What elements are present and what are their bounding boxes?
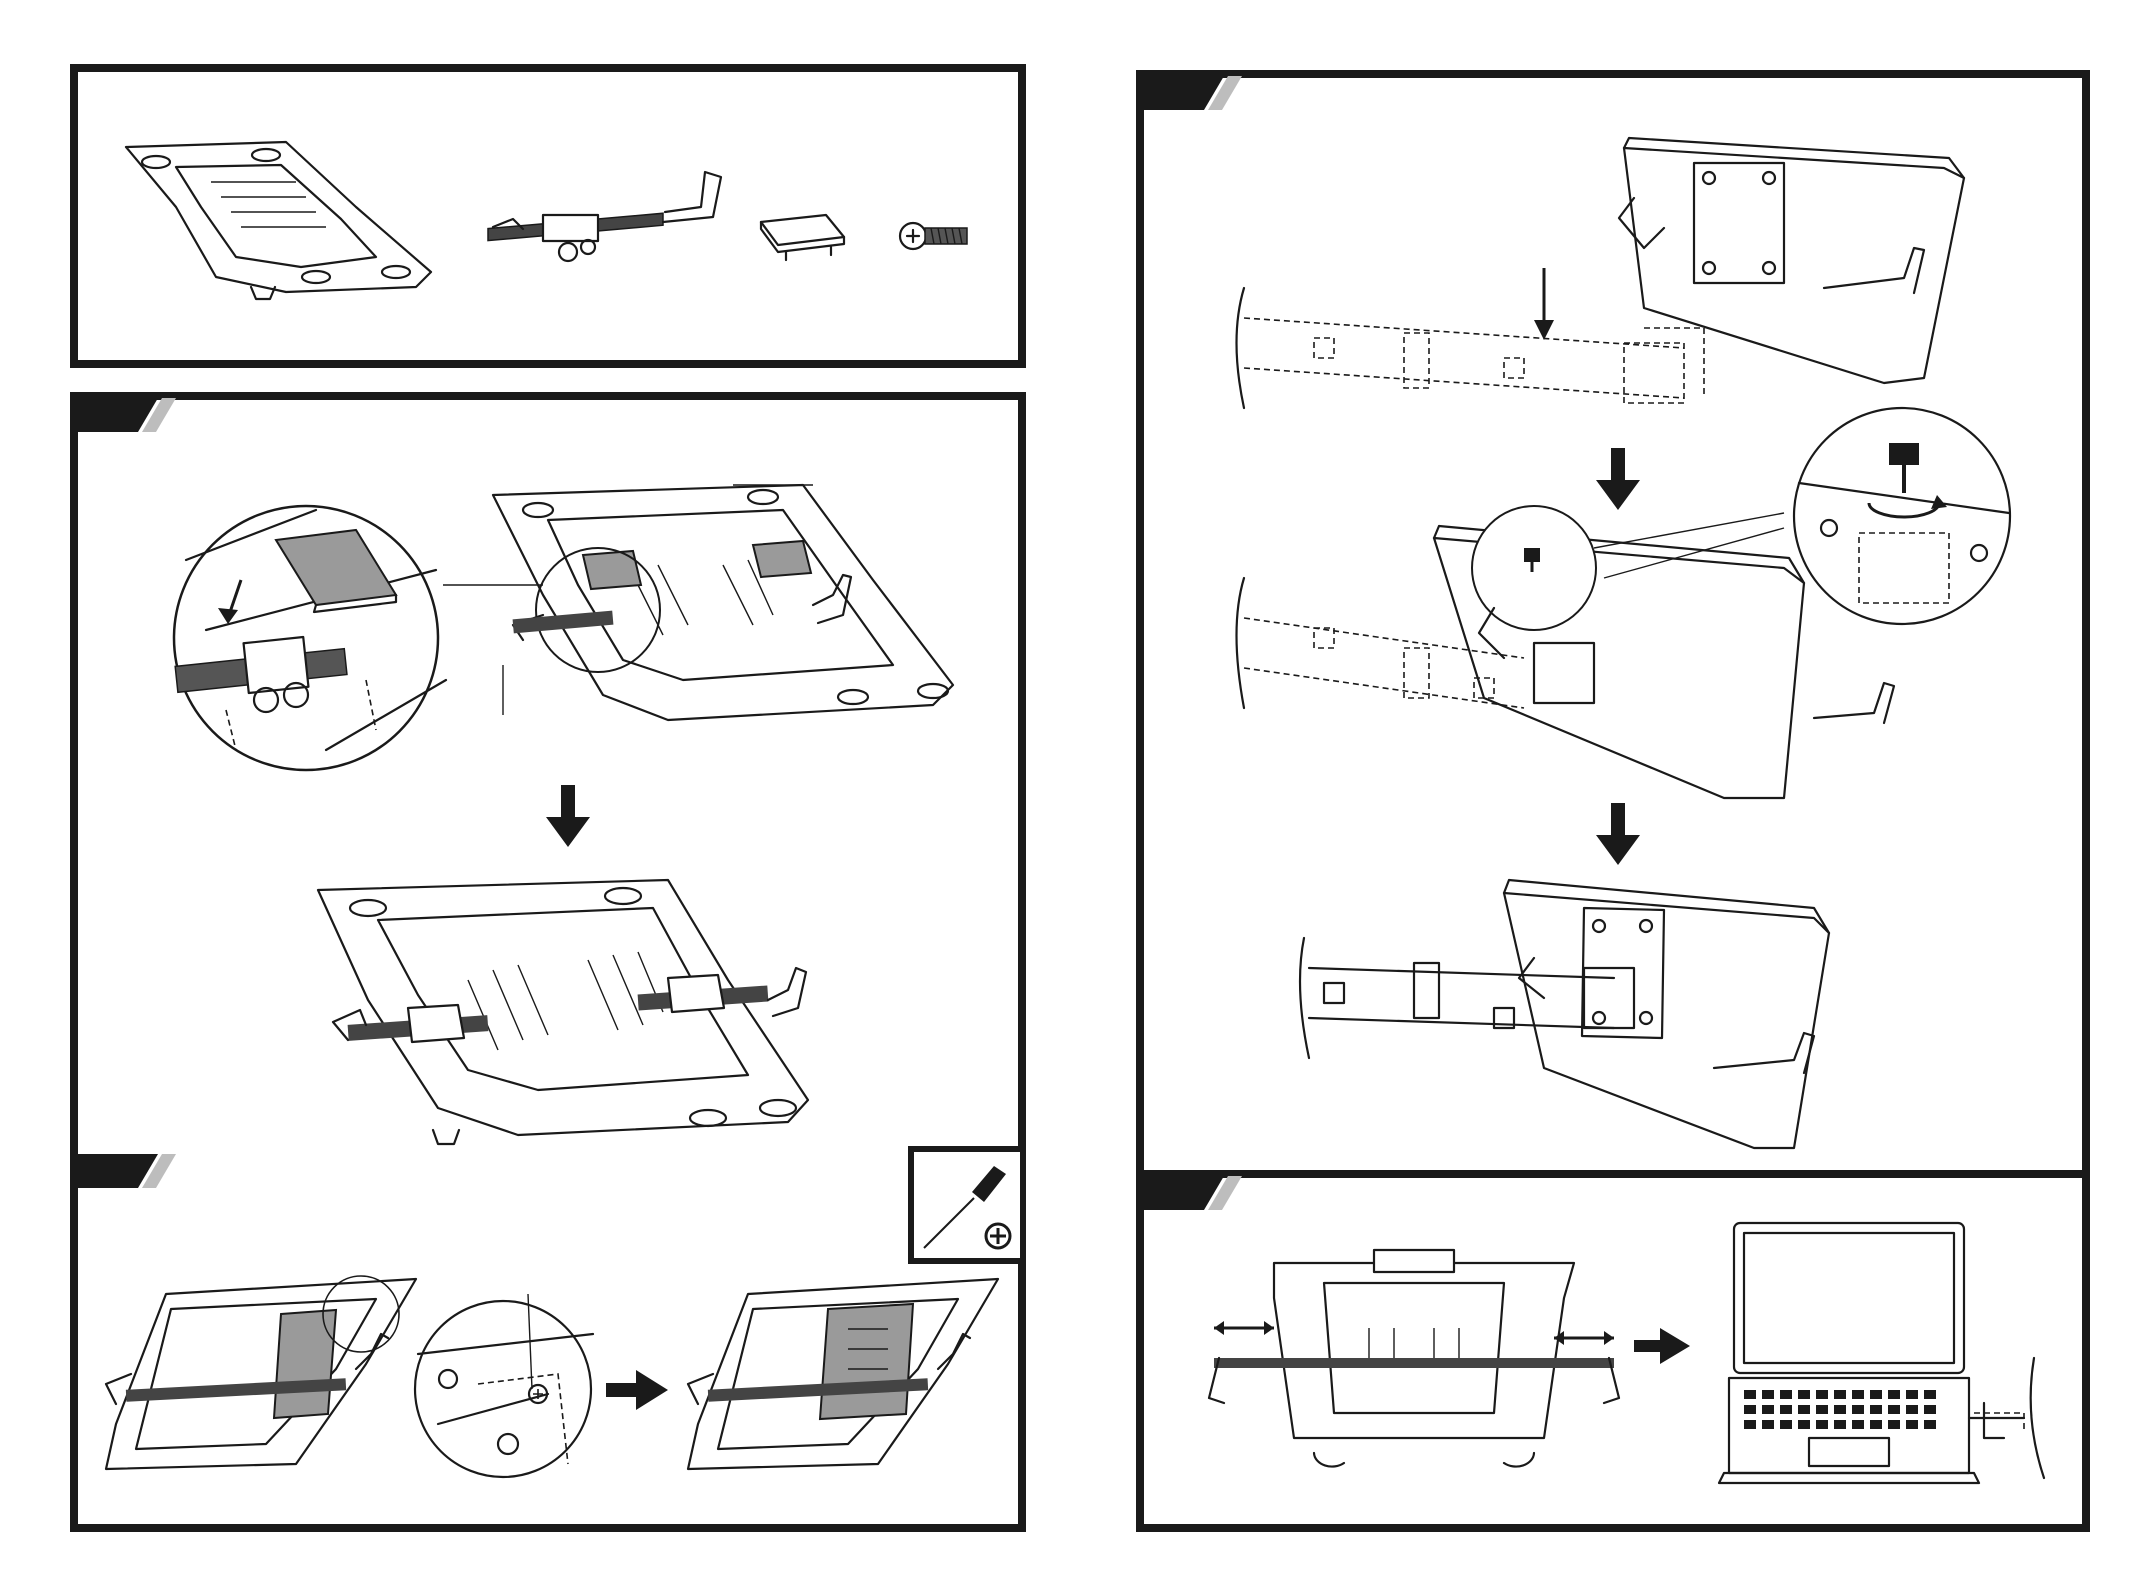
tray-plate-part xyxy=(116,127,456,302)
step-3-tab xyxy=(1142,76,1238,110)
step-2-tab xyxy=(76,1154,172,1188)
arrow-down-icon xyxy=(546,785,590,849)
tray-vesa-before xyxy=(96,1274,426,1474)
arrow-down-icon-3 xyxy=(1596,803,1640,867)
tray-above-arm xyxy=(1224,108,2024,428)
phillips-screwdriver-icon xyxy=(914,1152,1020,1258)
step-3-panel xyxy=(1136,70,2090,1178)
arrow-right-icon xyxy=(606,1370,668,1410)
magnifier-detail xyxy=(166,500,456,780)
cover-cap-part xyxy=(756,207,856,267)
step-4-panel xyxy=(1136,1170,2090,1532)
step-2-panel xyxy=(70,1154,1026,1532)
clamp-bracket-part xyxy=(483,167,743,277)
step-1-tab xyxy=(76,398,172,432)
tray-clamp-adjust xyxy=(1194,1238,1634,1488)
step-4-tab xyxy=(1142,1176,1238,1210)
arrow-right-icon-2 xyxy=(1634,1328,1690,1364)
tray-mounted-final xyxy=(1294,868,2034,1168)
knob-magnifier xyxy=(1789,403,2019,633)
screw-detail-magnifier xyxy=(408,1294,608,1484)
screw-part xyxy=(898,212,978,262)
parts-panel xyxy=(70,64,1026,368)
tray-assembled xyxy=(308,860,868,1170)
laptop-on-tray xyxy=(1724,1218,2064,1508)
tool-box xyxy=(908,1146,1026,1264)
tray-vesa-after xyxy=(678,1274,1008,1474)
tray-with-covers xyxy=(483,465,1043,735)
